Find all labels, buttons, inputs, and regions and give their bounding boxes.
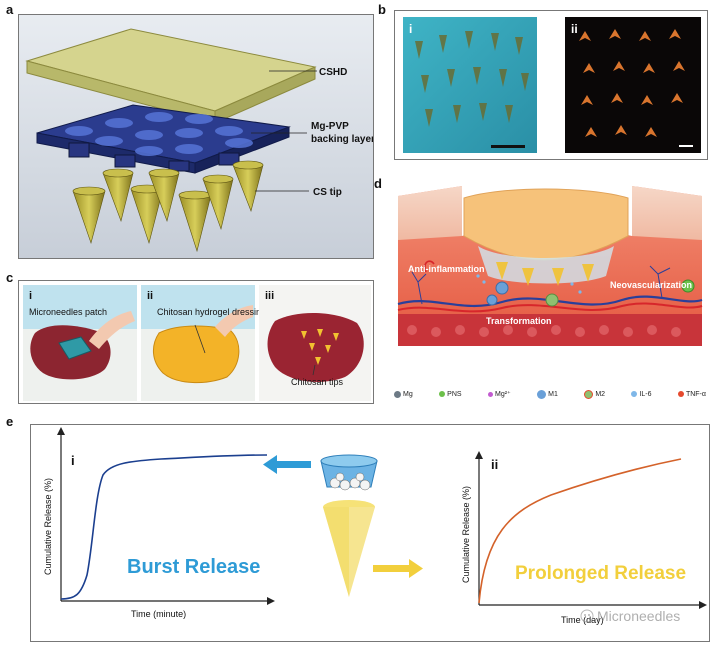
panel-c-ii-label: ii	[147, 290, 153, 302]
cshd-layer	[25, 28, 317, 124]
right-release-curve	[478, 458, 682, 604]
legend-item-il6: IL-6	[631, 390, 652, 398]
caption-chitosan-hydrogel-dressing: Chitosan hydrogel dressing	[157, 307, 266, 317]
panel-b-frame: i ii	[394, 10, 708, 160]
annotation-transformation: Transformation	[486, 316, 552, 326]
panel-c-ii: ii Chitosan hydrogel dressing	[141, 285, 266, 401]
legend-label-mg: Mg	[403, 390, 413, 398]
panel-a-frame: CSHD Mg-PVP backing layer CS tip	[18, 14, 374, 259]
watermark-text: Microneedles	[597, 608, 680, 624]
label-cshd: CSHD	[319, 67, 347, 78]
right-y-axis-label: Cumulative Release (%)	[461, 486, 471, 583]
legend-item-pns: PNS	[439, 390, 462, 398]
legend-label-il6: IL-6	[639, 390, 652, 398]
label-cs-tip: CS tip	[313, 187, 342, 198]
legend-item-m2: M2	[584, 389, 606, 399]
panel-d-skin-diagram: Anti-inflammation Neovascularization Tra…	[397, 186, 703, 346]
panel-b-letter: b	[378, 2, 386, 17]
left-y-axis-label: Cumulative Release (%)	[43, 478, 53, 575]
left-plot	[57, 427, 275, 605]
legend-swatch-mg2	[487, 391, 493, 397]
legend-item-mg2: Mg²⁺	[487, 390, 511, 398]
legend-swatch-il6	[631, 391, 638, 397]
backing-layer	[36, 104, 291, 174]
panel-e-letter: e	[6, 414, 14, 429]
panel-d-frame: Anti-inflammation Neovascularization Tra…	[392, 176, 708, 404]
panel-c-iii: iii Chitosan tips	[259, 285, 371, 401]
arrow-to-prolonged	[373, 559, 423, 578]
right-plot-sublabel: ii	[491, 457, 498, 472]
legend-label-mg2: Mg²⁺	[494, 391, 511, 398]
panel-c-letter: c	[6, 270, 14, 285]
watermark: Microneedles	[580, 608, 680, 624]
cs-tips	[72, 160, 264, 253]
legend-item-m1: M1	[537, 389, 558, 399]
prolonged-release-title: Prolonged Release	[515, 563, 686, 584]
legend-swatch-tnf	[677, 391, 684, 397]
label-mg-pvp: Mg-PVP	[311, 121, 349, 132]
burst-release-title: Burst Release	[127, 556, 260, 578]
legend-swatch-mg	[394, 390, 401, 398]
panel-a-illustration: CSHD Mg-PVP backing layer CS tip	[19, 15, 374, 258]
center-microneedle	[320, 454, 378, 597]
annotation-anti-inflammation: Anti-inflammation	[408, 264, 485, 274]
panel-c-i-label: i	[29, 290, 32, 302]
panel-d-legend: Mg PNS Mg²⁺ M1 M2 IL-6 TNF-α	[394, 386, 706, 402]
panel-d-letter: d	[374, 176, 382, 191]
legend-label-m2: M2	[595, 390, 606, 398]
legend-swatch-m2	[584, 389, 594, 399]
panel-b-micrographs: i ii	[403, 17, 701, 153]
panel-c-frame: i Microneedles patch ii Chitosan hydroge…	[18, 280, 374, 404]
panel-a-letter: a	[6, 2, 14, 17]
left-x-axis-label: Time (minute)	[131, 609, 186, 619]
micrograph-ii-label: ii	[571, 22, 578, 36]
legend-label-pns: PNS	[447, 390, 462, 398]
panel-e-frame: i Cumulative Release (%) Time (minute) B…	[30, 424, 710, 642]
legend-swatch-pns	[439, 391, 446, 397]
micrograph-ii: ii	[565, 17, 701, 153]
micrograph-i: i	[403, 17, 537, 153]
panel-c-illustrations: i Microneedles patch ii Chitosan hydroge…	[23, 285, 371, 401]
caption-microneedles-patch: Microneedles patch	[29, 307, 107, 317]
left-plot-sublabel: i	[71, 453, 75, 468]
panel-c-i: i Microneedles patch	[23, 285, 137, 401]
micrograph-i-label: i	[409, 22, 412, 36]
legend-label-tnf: TNF-α	[685, 390, 706, 398]
legend-label-m1: M1	[548, 390, 558, 398]
annotation-neovascularization: Neovascularization	[610, 280, 692, 290]
legend-swatch-m1	[537, 389, 547, 399]
arrow-to-burst	[263, 455, 311, 474]
label-backing-layer: backing layer	[311, 134, 374, 145]
left-release-curve	[60, 454, 268, 600]
caption-chitosan-tips: Chitosan tips	[291, 377, 344, 387]
panel-c-iii-label: iii	[265, 290, 274, 302]
panel-e-release-diagram: i Cumulative Release (%) Time (minute) B…	[43, 427, 707, 625]
legend-item-mg: Mg	[394, 390, 413, 398]
right-plot	[475, 451, 707, 609]
legend-item-tnf: TNF-α	[677, 390, 706, 398]
